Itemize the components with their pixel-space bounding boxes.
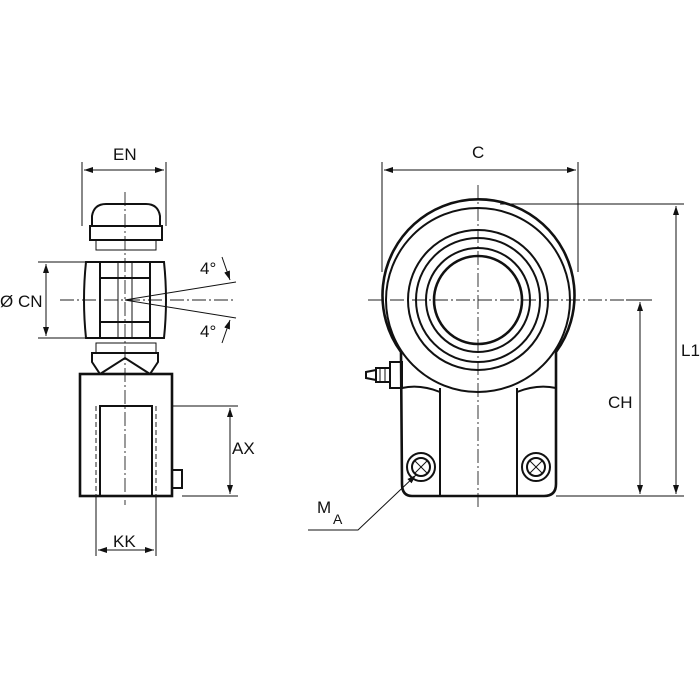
- angle-line-top: [124, 281, 237, 301]
- side-section-view: EN Ø CN 4° 4° AX KK: [0, 145, 255, 556]
- left-leg-curve: [401, 385, 441, 393]
- angle-arrow-bottom: [221, 319, 231, 344]
- angle-bottom-label: 4°: [200, 322, 216, 341]
- neck-cone: [99, 356, 151, 375]
- grease-nipple-body: [375, 367, 391, 383]
- shank-body: [78, 372, 174, 498]
- ring-2: [407, 229, 549, 371]
- en-label: EN: [113, 145, 137, 164]
- ma-leader-line: [308, 474, 417, 531]
- bolt-hole-right: [521, 452, 551, 482]
- cn-label: Ø CN: [0, 292, 43, 311]
- l1-label: L1: [681, 341, 700, 360]
- ring-4: [425, 247, 531, 353]
- angle-line-bottom: [124, 299, 237, 319]
- kk-label: KK: [113, 532, 136, 551]
- ball-bore: [99, 261, 151, 339]
- upper-seal: [95, 239, 157, 251]
- grease-nipple-tip: [365, 369, 377, 381]
- ma-label-sub: A: [333, 511, 343, 527]
- lower-seal: [95, 342, 157, 354]
- ma-label-main: M: [317, 498, 331, 517]
- ax-label: AX: [232, 439, 255, 458]
- ch-label: CH: [608, 393, 633, 412]
- angle-top-label: 4°: [200, 259, 216, 278]
- bolt-hole-left: [406, 452, 436, 482]
- angle-arrow-top: [221, 256, 231, 281]
- housing-outline: [381, 198, 576, 498]
- ring-3: [415, 237, 541, 363]
- housing-top-cap: [91, 203, 161, 227]
- lock-screw: [171, 469, 183, 489]
- front-view: C CH L1 M A: [308, 143, 700, 531]
- right-leg-curve: [516, 385, 557, 393]
- housing-upper-band: [89, 225, 163, 241]
- bore-circle: [432, 254, 524, 346]
- outer-ring: [385, 207, 571, 393]
- thread-bore: [99, 405, 153, 497]
- spherical-ball: [83, 261, 167, 339]
- c-label: C: [472, 143, 484, 162]
